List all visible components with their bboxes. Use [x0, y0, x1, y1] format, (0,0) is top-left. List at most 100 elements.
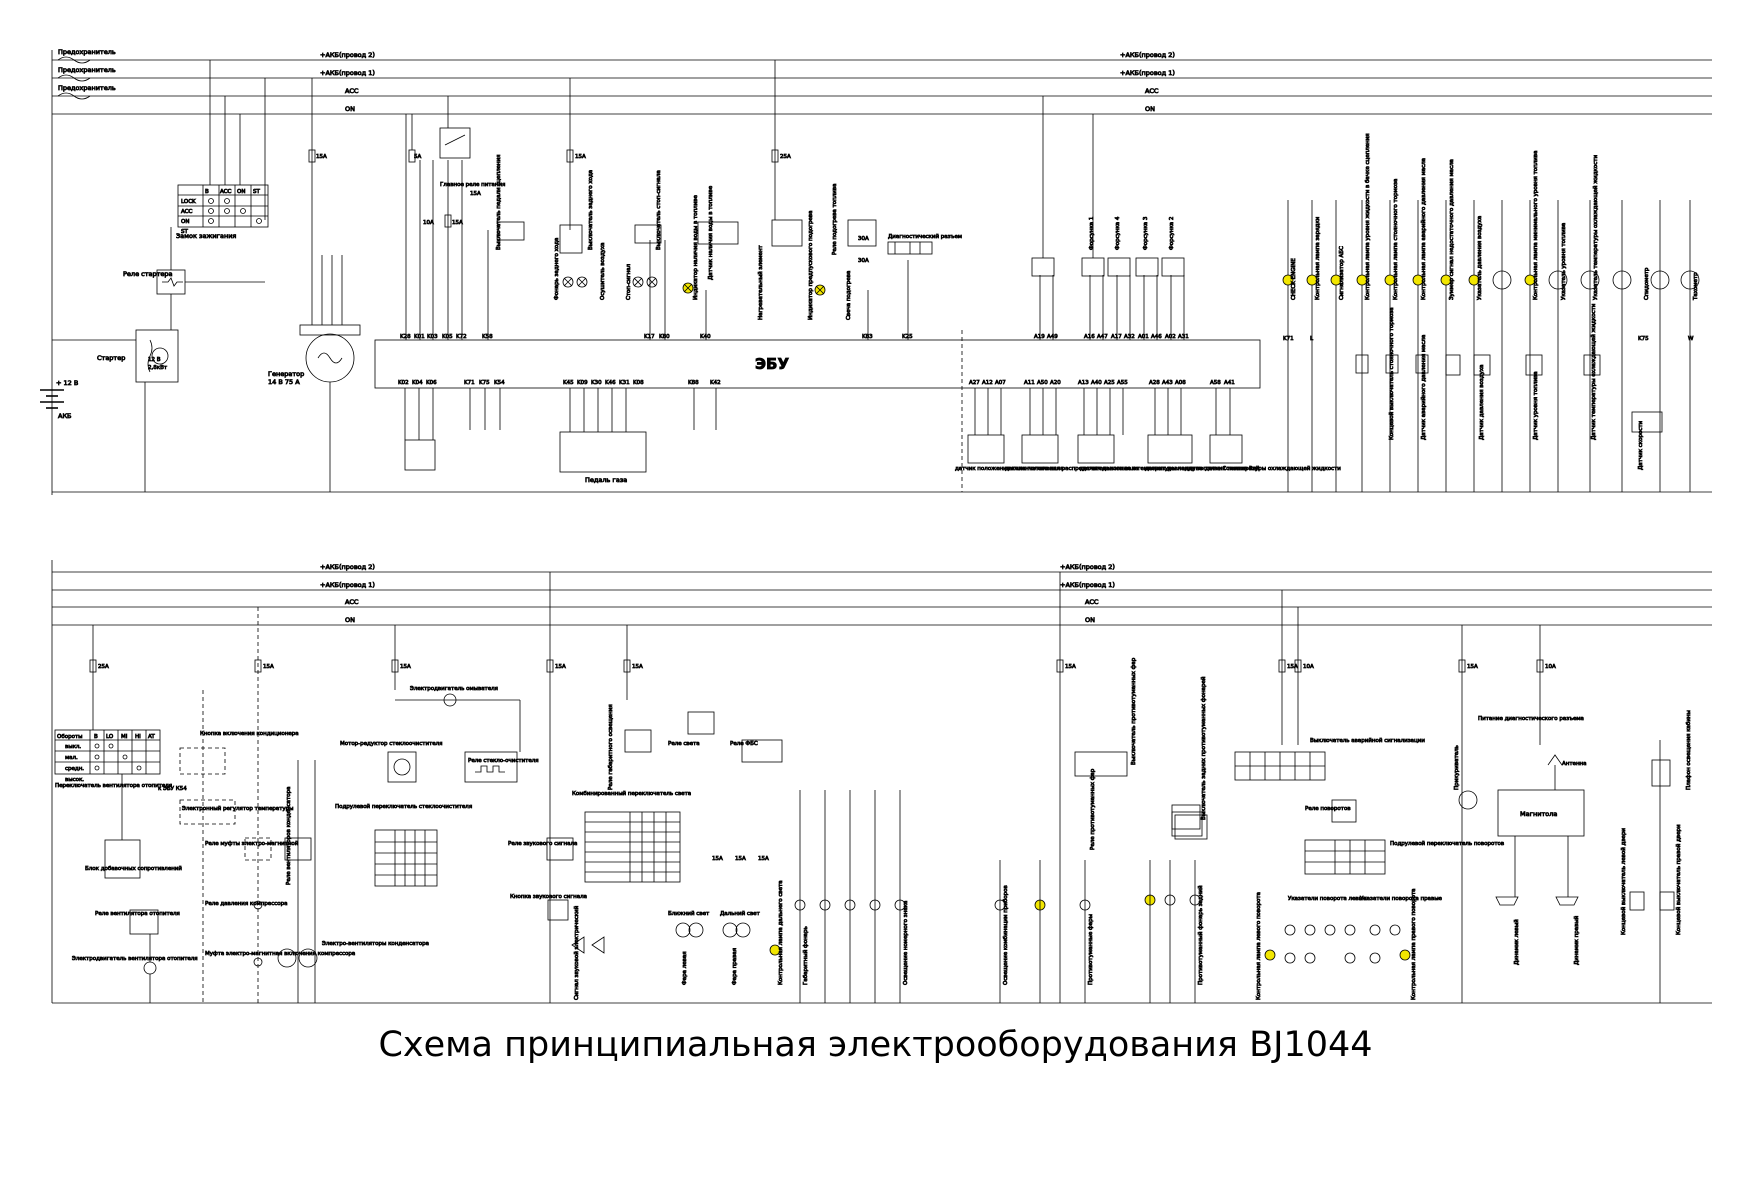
bus-label-acc-right: ACC [1145, 87, 1159, 95]
svg-text:Тахометр: Тахометр [1693, 272, 1699, 301]
ign-col-b: B [205, 189, 209, 195]
left-bottom-labels: Блок добавочных сопротивлений Реле венти… [72, 731, 430, 963]
ign-row-on: ON [181, 219, 189, 225]
svg-text:Контрольная лампа стояночного: Контрольная лампа стояночного тормоза [1393, 179, 1399, 300]
svg-text:LO: LO [106, 734, 114, 740]
right-instruments [1282, 200, 1700, 492]
svg-text:Фара правая: Фара правая [732, 948, 738, 985]
svg-text:Выключатель задних противотума: Выключатель задних противотуманных фонар… [1200, 676, 1207, 820]
svg-text:Концевой выключатель правой дв: Концевой выключатель правой двери [1675, 824, 1682, 935]
svg-text:A07: A07 [995, 380, 1006, 386]
bus2-label-akb2-left: +АКБ(провод 2) [320, 563, 375, 571]
svg-text:Габаритный фонарь: Габаритный фонарь [802, 926, 809, 985]
turn-signal-section [1234, 751, 1411, 964]
top-fuse-symbols [57, 56, 91, 100]
bus-label-akb1-right: +АКБ(провод 1) [1120, 69, 1175, 77]
svg-text:Реле вентиляторов конденсатора: Реле вентиляторов конденсатора [286, 787, 292, 885]
heater-switch-labels: Обороты B LO MI HI AT выкл. мал. средн. … [55, 734, 173, 790]
svg-text:15A: 15A [1065, 664, 1076, 670]
svg-text:HI: HI [135, 734, 141, 740]
svg-text:Плафон освещения кабины: Плафон освещения кабины [1686, 710, 1692, 790]
svg-text:Указатель температуры охлаждаю: Указатель температуры охлаждающей жидкос… [1592, 155, 1599, 300]
svg-text:Антенна: Антенна [1562, 761, 1587, 767]
svg-text:K30: K30 [591, 380, 602, 386]
svg-text:Дальний свет: Дальний свет [720, 910, 761, 917]
svg-text:Индикатор предпускового подогр: Индикатор предпускового подогрева [808, 210, 814, 320]
svg-text:A12: A12 [982, 380, 993, 386]
svg-text:Сигнал звуковой электрический: Сигнал звуковой электрический [573, 905, 580, 1000]
svg-text:15A: 15A [1467, 664, 1478, 670]
starter-spec-2: 2,8кВт [148, 365, 168, 371]
svg-text:Муфта электро-магнитная включе: Муфта электро-магнитная включения компре… [205, 951, 355, 957]
svg-text:Динамик левый: Динамик левый [1513, 919, 1520, 965]
radio-section [1458, 740, 1675, 1003]
svg-text:A19: A19 [1034, 334, 1045, 340]
bus2-label-acc-left: ACC [345, 598, 359, 606]
svg-text:K71: K71 [464, 380, 475, 386]
fuse-top-6: 15A [470, 191, 481, 197]
bus2-label-on-left: ON [345, 616, 355, 624]
starter-label: Стартер [97, 354, 125, 362]
svg-text:K03: K03 [427, 334, 438, 340]
svg-text:L: L [1310, 336, 1314, 342]
svg-text:Датчик давления воздуха: Датчик давления воздуха [1479, 364, 1485, 440]
svg-text:K58: K58 [482, 334, 493, 340]
diag-connector-label: Диагностический разъем [888, 233, 962, 240]
svg-text:Реле противотуманных фар: Реле противотуманных фар [1090, 768, 1096, 850]
svg-text:Выключатель стоп-сигнала: Выключатель стоп-сигнала [656, 170, 662, 250]
ecu-top-wires [405, 114, 1185, 340]
svg-text:высок.: высок. [65, 777, 84, 783]
fuse-top-7: 25A [780, 154, 791, 160]
svg-text:Электродвигатель омывателя: Электродвигатель омывателя [410, 686, 498, 692]
svg-text:K04: K04 [412, 380, 423, 386]
ign-row-lock: LOCK [181, 199, 196, 205]
svg-text:Ближний свет: Ближний свет [668, 910, 710, 917]
svg-text:K83: K83 [862, 334, 873, 340]
svg-text:средн.: средн. [65, 766, 84, 772]
svg-text:Выключатель аварийной сигнализ: Выключатель аварийной сигнализации [1310, 737, 1425, 744]
svg-text:Контрольная лампа минимального: Контрольная лампа минимального уровня то… [1533, 151, 1539, 300]
svg-text:AT: AT [148, 734, 155, 740]
generator [299, 78, 361, 492]
svg-text:Реле стекло-очистителя: Реле стекло-очистителя [468, 758, 539, 764]
bus-label-akb1-left: +АКБ(провод 1) [320, 69, 375, 77]
svg-text:15A: 15A [400, 664, 411, 670]
svg-text:W: W [1688, 336, 1694, 342]
svg-text:Контрольная лампа аварийного д: Контрольная лампа аварийного давления ма… [1420, 158, 1427, 300]
svg-text:Стоп-сигнал: Стоп-сигнал [626, 264, 632, 300]
generator-label-1: Генератор [268, 370, 304, 378]
svg-text:Реле звукового сигнала: Реле звукового сигнала [508, 841, 577, 847]
svg-text:Реле поворотов: Реле поворотов [1305, 806, 1351, 812]
fuse-top-8: 30A [858, 258, 869, 264]
svg-text:Контрольная лампа правого пово: Контрольная лампа правого поворота [1411, 888, 1417, 1000]
svg-text:K25: K25 [902, 334, 913, 340]
svg-text:A47: A47 [1097, 334, 1108, 340]
svg-text:Питание диагностического разъе: Питание диагностического разъема [1478, 716, 1584, 722]
top-bus-lines [51, 50, 1712, 495]
svg-text:K42: K42 [710, 380, 721, 386]
svg-text:Блок добавочных сопротивлений: Блок добавочных сопротивлений [85, 865, 182, 872]
ign-col-on: ON [237, 189, 245, 195]
svg-text:Датчик наличия воды в топливе: Датчик наличия воды в топливе [708, 185, 714, 280]
svg-text:A08: A08 [1175, 380, 1186, 386]
svg-text:Датчик уровня топлива: Датчик уровня топлива [1533, 371, 1539, 440]
fuse-top-5: 15A [575, 154, 586, 160]
svg-text:к ЭБУ К54: к ЭБУ К54 [158, 786, 187, 792]
svg-text:Указатели поворота левые: Указатели поворота левые [1288, 896, 1367, 902]
bus2-label-akb1-right: +АКБ(провод 1) [1060, 581, 1115, 589]
svg-text:Спидометр: Спидометр [1644, 267, 1650, 300]
svg-text:15A: 15A [555, 664, 566, 670]
starter-relay-label: Реле стартера [123, 270, 173, 278]
svg-text:A49: A49 [1047, 334, 1058, 340]
svg-text:Зуммер сигнал недостаточного д: Зуммер сигнал недостаточного давления ма… [1449, 159, 1455, 300]
svg-text:K31: K31 [619, 380, 630, 386]
ignition-lock-label: Замок зажигания [176, 232, 236, 240]
svg-text:Педаль газа: Педаль газа [585, 476, 627, 484]
svg-text:A43: A43 [1162, 380, 1173, 386]
svg-text:Реле подогрева топлива: Реле подогрева топлива [832, 184, 838, 255]
svg-text:K02: K02 [398, 380, 409, 386]
fuse-label-1: Предохранитель [58, 48, 116, 56]
svg-text:Реле света: Реле света [668, 741, 700, 747]
fuse-label-2: Предохранитель [58, 66, 116, 74]
svg-text:MI: MI [121, 734, 128, 740]
